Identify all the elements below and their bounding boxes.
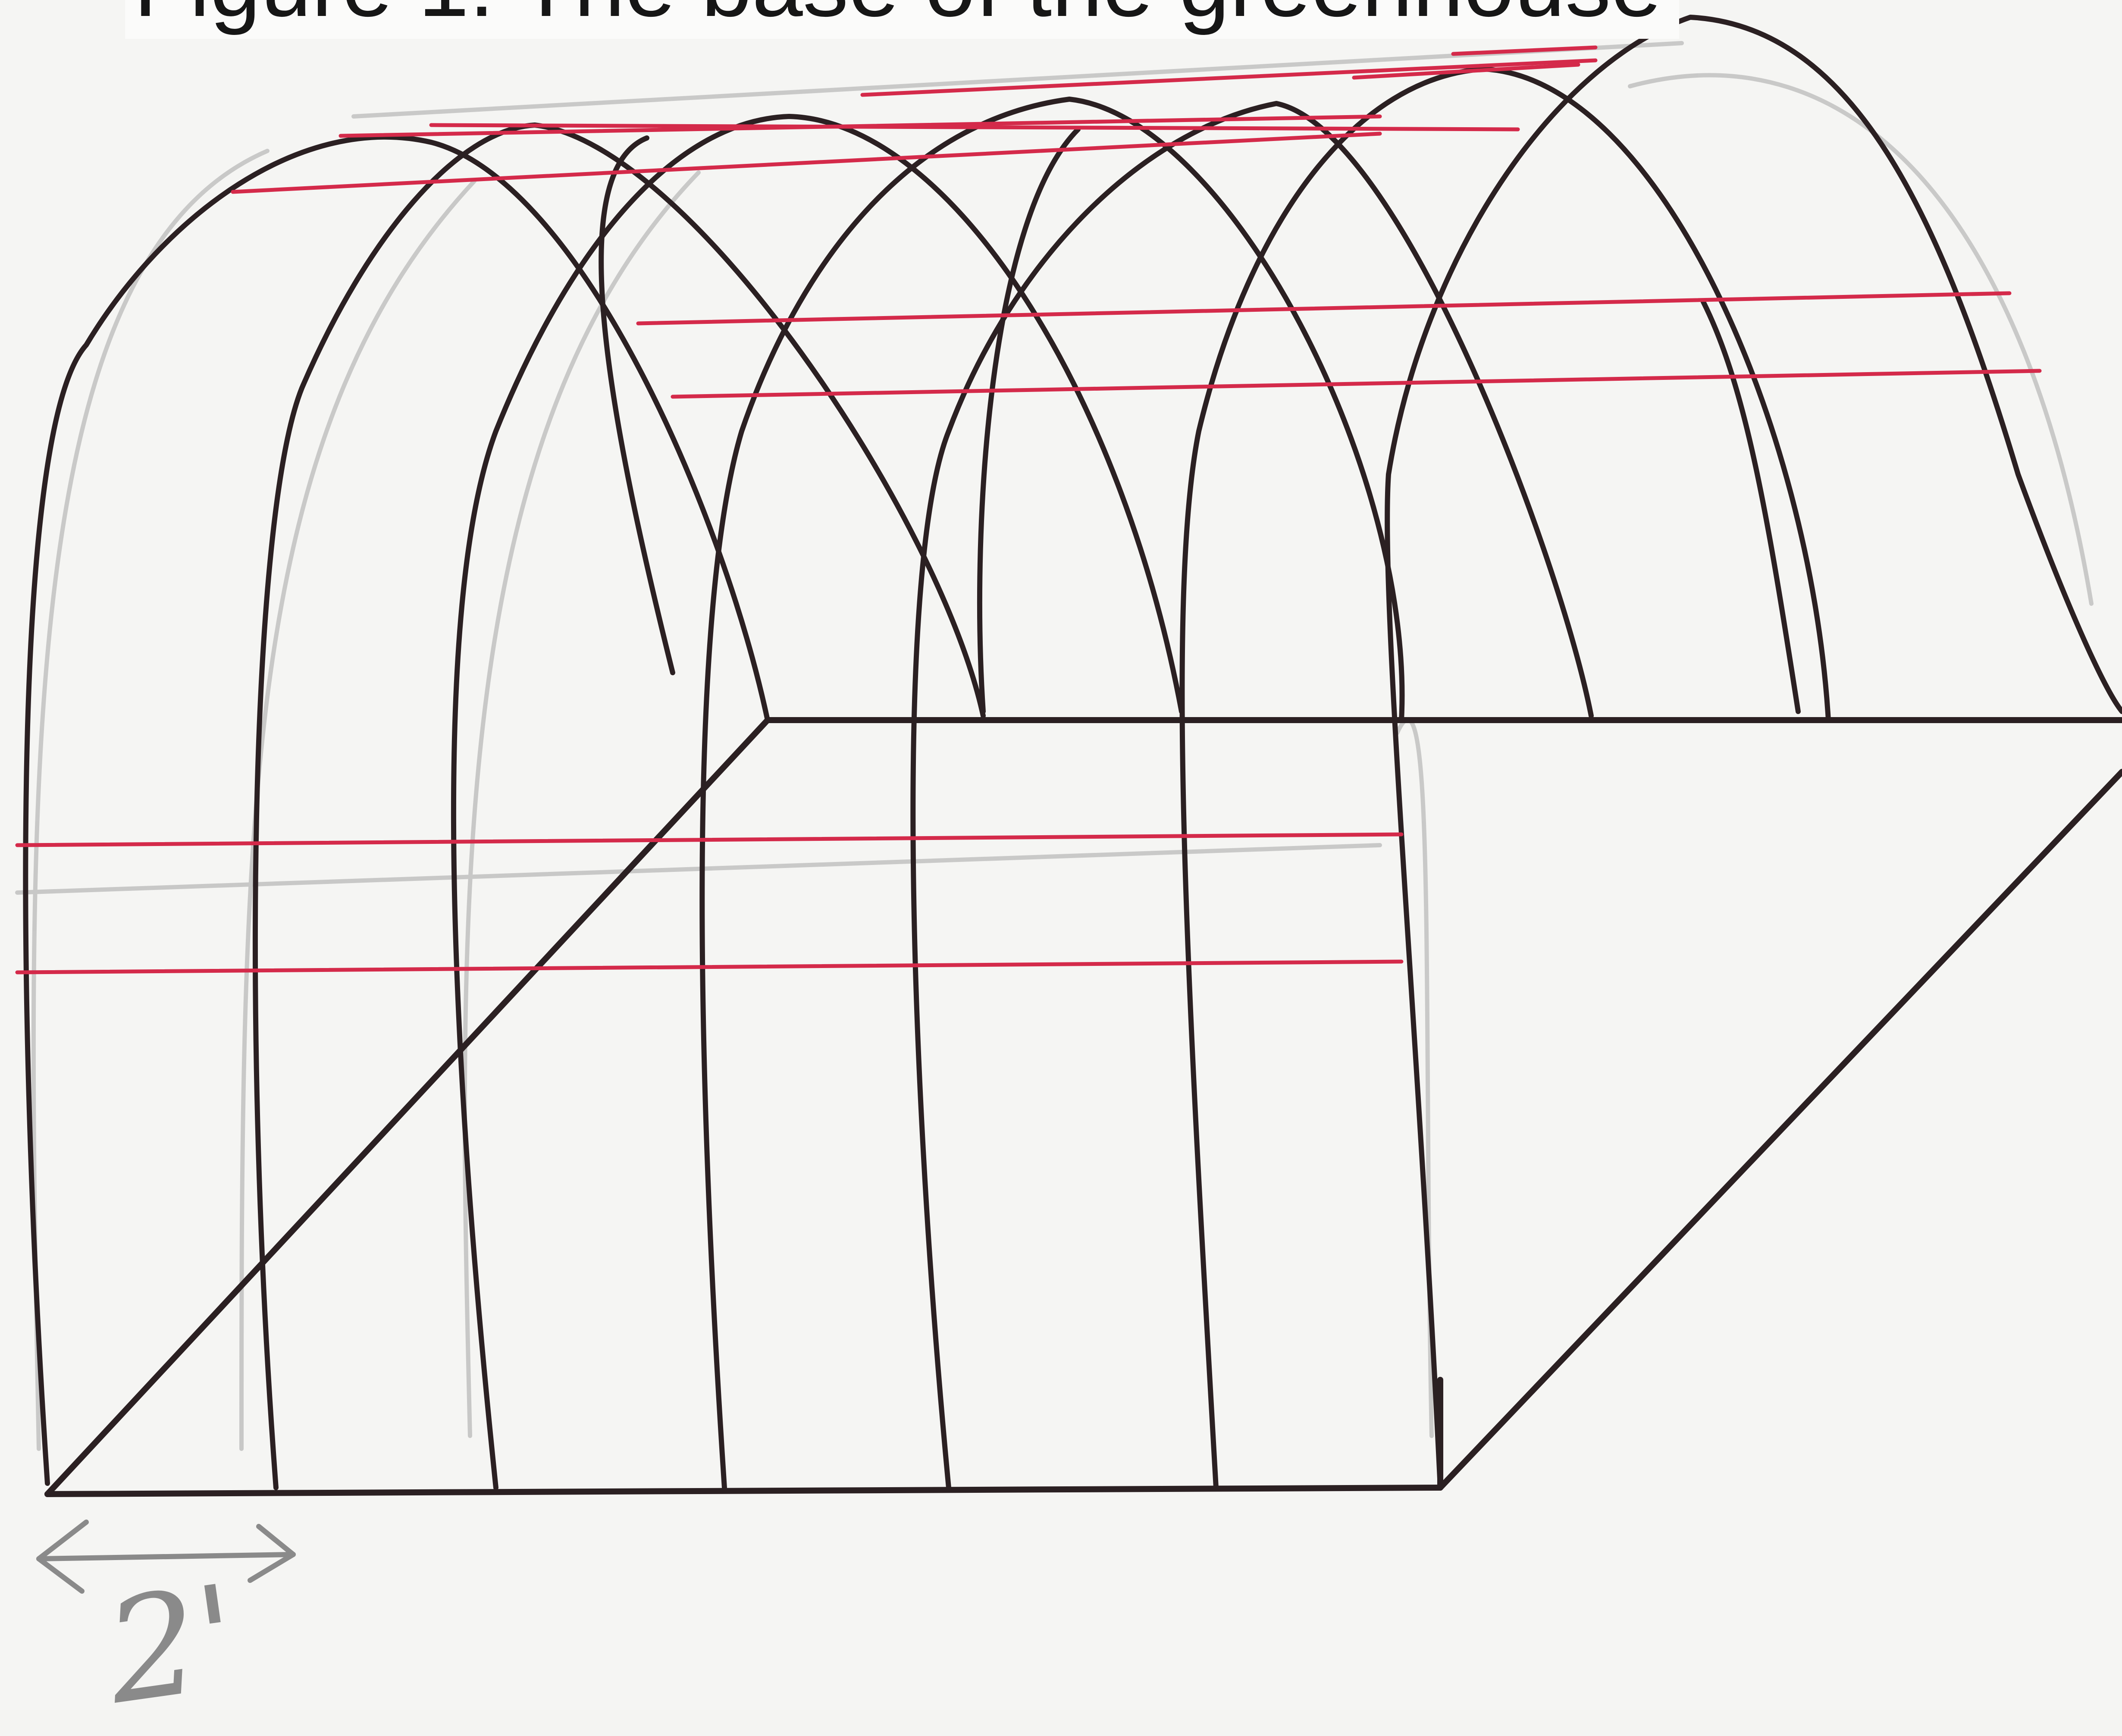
front-arches [23,15,2122,1490]
arch-5 [910,101,1594,1490]
pencil-guide-arc [239,179,476,1451]
dimension-label: 2' [97,1554,248,1736]
dimension-arrowhead-right [248,1524,296,1583]
string-top-3 [429,123,1520,132]
string-low-2 [15,959,1404,975]
pencil-guide-line [15,843,1382,895]
arch-2 [253,122,986,1490]
arch-1 [23,134,770,1486]
arch-3 [451,114,1184,1490]
dimension-arrow [36,1520,296,1594]
arch-rear-2 [977,127,1081,714]
string-mid-1 [636,291,2012,326]
pencil-guide-arc [31,149,270,1451]
string-top-5 [1352,63,1580,80]
dimension-arrowhead-left [36,1520,89,1594]
base-right-diagonal [1437,769,2122,1491]
dimension-arrow-shaft [36,1552,296,1561]
string-low-1 [15,832,1404,847]
string-top-4 [860,58,1598,97]
base-front-edge [44,1485,1443,1497]
arch-rear-1 [599,135,675,675]
string-top-6 [1451,45,1598,56]
arch-rear-3 [1701,299,1801,714]
pencil-guide-arc [462,170,701,1438]
arch-6 [1179,66,1831,1490]
base-left-diagonal [44,717,771,1497]
arch-7 [1385,15,2122,1490]
string-mid-2 [671,369,2042,399]
figure-caption: Figure 1: The base of the greenhouse [125,0,1679,39]
string-top-1 [231,132,1382,194]
base-platform [44,717,2122,1497]
pencil-guides [15,41,2094,1451]
red-strings [15,45,2042,975]
pencil-guide-arc [1628,73,2094,606]
arch-4 [699,97,1405,1490]
